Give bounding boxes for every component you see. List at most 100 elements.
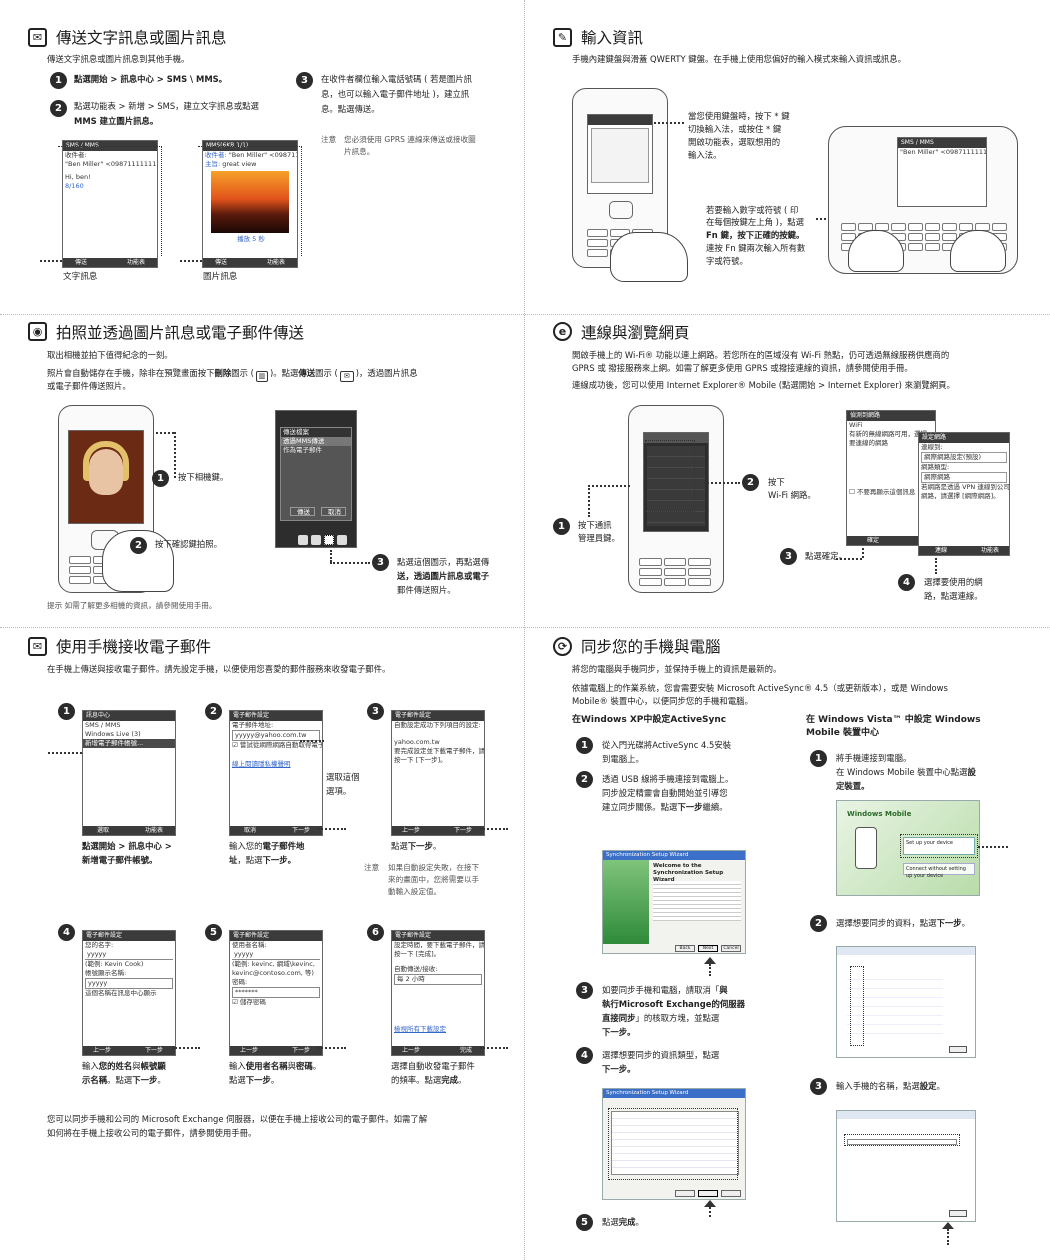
wmdc-next-button[interactable] xyxy=(949,1046,967,1053)
exchange-footer-a: 您可以同步手機和公司的 Microsoft Exchange 伺服器，以便在手機… xyxy=(47,1114,428,1124)
sms-send-softkey[interactable]: 傳送 xyxy=(75,259,88,266)
sync-wizard-body xyxy=(653,881,741,921)
menu-send-mms[interactable]: 透過MMS傳送 xyxy=(281,437,351,446)
device-name-input[interactable] xyxy=(847,1139,957,1145)
display-name-input[interactable]: yyyyy xyxy=(85,978,173,989)
network-detected-title: 偵測到網路 xyxy=(847,411,935,421)
network-settings-hint-b: 網路，請選擇 [網際網路]。 xyxy=(921,492,1000,500)
callout-comm-manager xyxy=(588,485,630,487)
password-input[interactable]: ******* xyxy=(232,987,320,998)
your-name-input[interactable]: yyyyy xyxy=(85,950,173,960)
email-list-new-account[interactable]: 新增電子郵件帳號... xyxy=(83,739,175,748)
username-example-a: (範例: kevinc, 網域\kevinc, xyxy=(232,960,315,968)
xp-step-3-d: 下一步。 xyxy=(602,1027,636,1037)
callout-comm-manager-v xyxy=(588,485,590,517)
network-settings-connect-label: 連線到: xyxy=(921,443,943,451)
mms-menu-softkey[interactable]: 功能表 xyxy=(266,259,285,266)
delete-toolbar-icon[interactable] xyxy=(311,535,321,545)
hand-illustration xyxy=(610,232,688,282)
options-next-button[interactable] xyxy=(698,1190,718,1197)
keyboard-icon: ✎ xyxy=(553,28,572,47)
email-address-label: 電子郵件地址: xyxy=(232,721,274,729)
exchange-footer-b: 如何將在手機上接收公司的電子郵件，請參閱使用手冊。 xyxy=(47,1128,257,1138)
browse-step-1-b: 管理員鍵。 xyxy=(578,533,620,543)
send-file-send-button[interactable]: 傳送 xyxy=(290,507,315,516)
vista-heading-a: 在 Windows Vista™ 中設定 Windows xyxy=(806,715,981,725)
connect-softkey[interactable]: 連線 xyxy=(935,547,948,554)
email-side-a: 選取這個 xyxy=(326,772,360,782)
send-file-screen: 傳送檔案 透過MMS傳送 作為電子郵件 傳送 取消 xyxy=(275,410,357,548)
zoom-toolbar-icon[interactable] xyxy=(337,535,347,545)
callout-box xyxy=(58,146,162,256)
all-download-settings-link[interactable]: 檢視所有下載設定 xyxy=(394,1025,446,1033)
privacy-link[interactable]: 線上閱讀隱私權聲明 xyxy=(232,760,291,768)
network-detected-checkbox[interactable]: ☐ 不要再顯示這個訊息 xyxy=(849,488,916,496)
email-next-softkey-4[interactable]: 下一步 xyxy=(144,1047,163,1054)
your-name-label: 您的名字: xyxy=(85,941,114,949)
ok-softkey[interactable]: 確定 xyxy=(867,537,880,544)
email-list-sms[interactable]: SMS / MMS xyxy=(85,721,121,729)
options-cancel-button[interactable] xyxy=(721,1190,741,1197)
email-address-input[interactable]: yyyyy@yahoo.com.tw xyxy=(232,730,320,741)
sync-wizard-banner xyxy=(603,860,649,944)
username-label: 使用者名稱: xyxy=(232,941,267,949)
callout-finish xyxy=(480,1047,508,1049)
sms-count: 8/160 xyxy=(65,182,84,190)
browse-p3: 連線成功後，您可以使用 Internet Explorer® Mobile (點… xyxy=(572,380,955,390)
auto-config-checkbox[interactable]: ☑ 嘗試從網際網路自動取得電子郵件設定 xyxy=(230,741,322,750)
callout-camera-key xyxy=(174,432,176,478)
callout-connect-v xyxy=(935,558,937,574)
email-select-softkey[interactable]: 選取 xyxy=(97,827,110,834)
sync-items-highlight xyxy=(608,1108,738,1180)
network-settings-type-select[interactable]: 網際網路 xyxy=(921,472,1007,483)
auto-send-receive-select[interactable]: 每 2 小時 xyxy=(394,974,482,985)
connect-without-setup-option[interactable]: Connect without setting up your device xyxy=(903,863,975,879)
network-settings-connect-select[interactable]: 網際網路設定(預設) xyxy=(921,452,1007,463)
menu-send-email[interactable]: 作為電子郵件 xyxy=(283,446,322,454)
note-label: 注意 xyxy=(321,135,337,144)
email-note-c: 動輸入設定值。 xyxy=(388,887,442,896)
save-password-checkbox[interactable]: ☑ 儲存密碼 xyxy=(232,998,266,1006)
email-next-softkey-2[interactable]: 下一步 xyxy=(291,827,310,834)
email-back-softkey-3[interactable]: 上一步 xyxy=(402,827,421,834)
network-menu-softkey[interactable]: 功能表 xyxy=(980,547,999,554)
email-next-softkey-5[interactable]: 下一步 xyxy=(291,1047,310,1054)
save-password-label: 儲存密碼 xyxy=(239,998,266,1006)
email-back-softkey-6[interactable]: 上一步 xyxy=(402,1047,421,1054)
vista-step-3: 3 xyxy=(810,1078,827,1095)
mms-screenshot: MMS(6KB,1/1) 收件者: "Ben Miller" <09871111… xyxy=(202,140,298,268)
arrow-setup xyxy=(942,1222,954,1229)
options-back-button[interactable] xyxy=(675,1190,695,1197)
email-screen-6-title: 電子郵件設定 xyxy=(392,931,484,941)
send-toolbar-icon[interactable] xyxy=(324,535,334,545)
email-menu-softkey[interactable]: 功能表 xyxy=(144,827,163,834)
sms-menu-softkey[interactable]: 功能表 xyxy=(126,259,145,266)
wizard-next-button[interactable]: Next xyxy=(698,945,718,952)
email-back-softkey-4[interactable]: 上一步 xyxy=(93,1047,112,1054)
xp-step-4: 4 xyxy=(576,1047,593,1064)
email-side-b: 選項。 xyxy=(326,786,352,796)
wmdc-setup-button[interactable] xyxy=(949,1210,967,1217)
wizard-back-button[interactable]: Back xyxy=(675,945,695,952)
email-next-softkey-3[interactable]: 下一步 xyxy=(453,827,472,834)
send-file-cancel-button[interactable]: 取消 xyxy=(321,507,346,516)
input-tip-2e: 字或符號。 xyxy=(706,256,748,266)
email-finish-softkey[interactable]: 完成 xyxy=(459,1047,472,1054)
camera-desc-g: )，透過圖片訊息 xyxy=(355,368,418,378)
sync-items-list[interactable] xyxy=(611,1111,739,1175)
mms-send-softkey[interactable]: 傳送 xyxy=(215,259,228,266)
camera-toolbar-icon[interactable] xyxy=(298,535,308,545)
email-cancel-softkey[interactable]: 取消 xyxy=(244,827,257,834)
input-tip-1d: 輸入法。 xyxy=(688,150,722,160)
wizard-cancel-button[interactable]: Cancel xyxy=(721,945,741,952)
xp-step-1-b: 到電腦上。 xyxy=(602,754,644,764)
username-input[interactable]: yyyyy xyxy=(232,950,320,960)
vista-step-3-text: 輸入手機的名稱，點選設定。 xyxy=(836,1081,945,1091)
callout-new-account xyxy=(48,752,82,754)
email-back-softkey-5[interactable]: 上一步 xyxy=(240,1047,259,1054)
xp-step-2-a: 透過 USB 線將手機連接到電腦上。 xyxy=(602,774,734,784)
email-screen-5: 電子郵件設定 使用者名稱: yyyyy (範例: kevinc, 網域\kevi… xyxy=(229,930,323,1056)
email-list-windows-live[interactable]: Windows Live (3) xyxy=(85,730,141,738)
email-step-5-a: 輸入使用者名稱與密碼。 xyxy=(229,1061,322,1071)
setup-device-option[interactable]: Set up your device xyxy=(903,837,975,855)
